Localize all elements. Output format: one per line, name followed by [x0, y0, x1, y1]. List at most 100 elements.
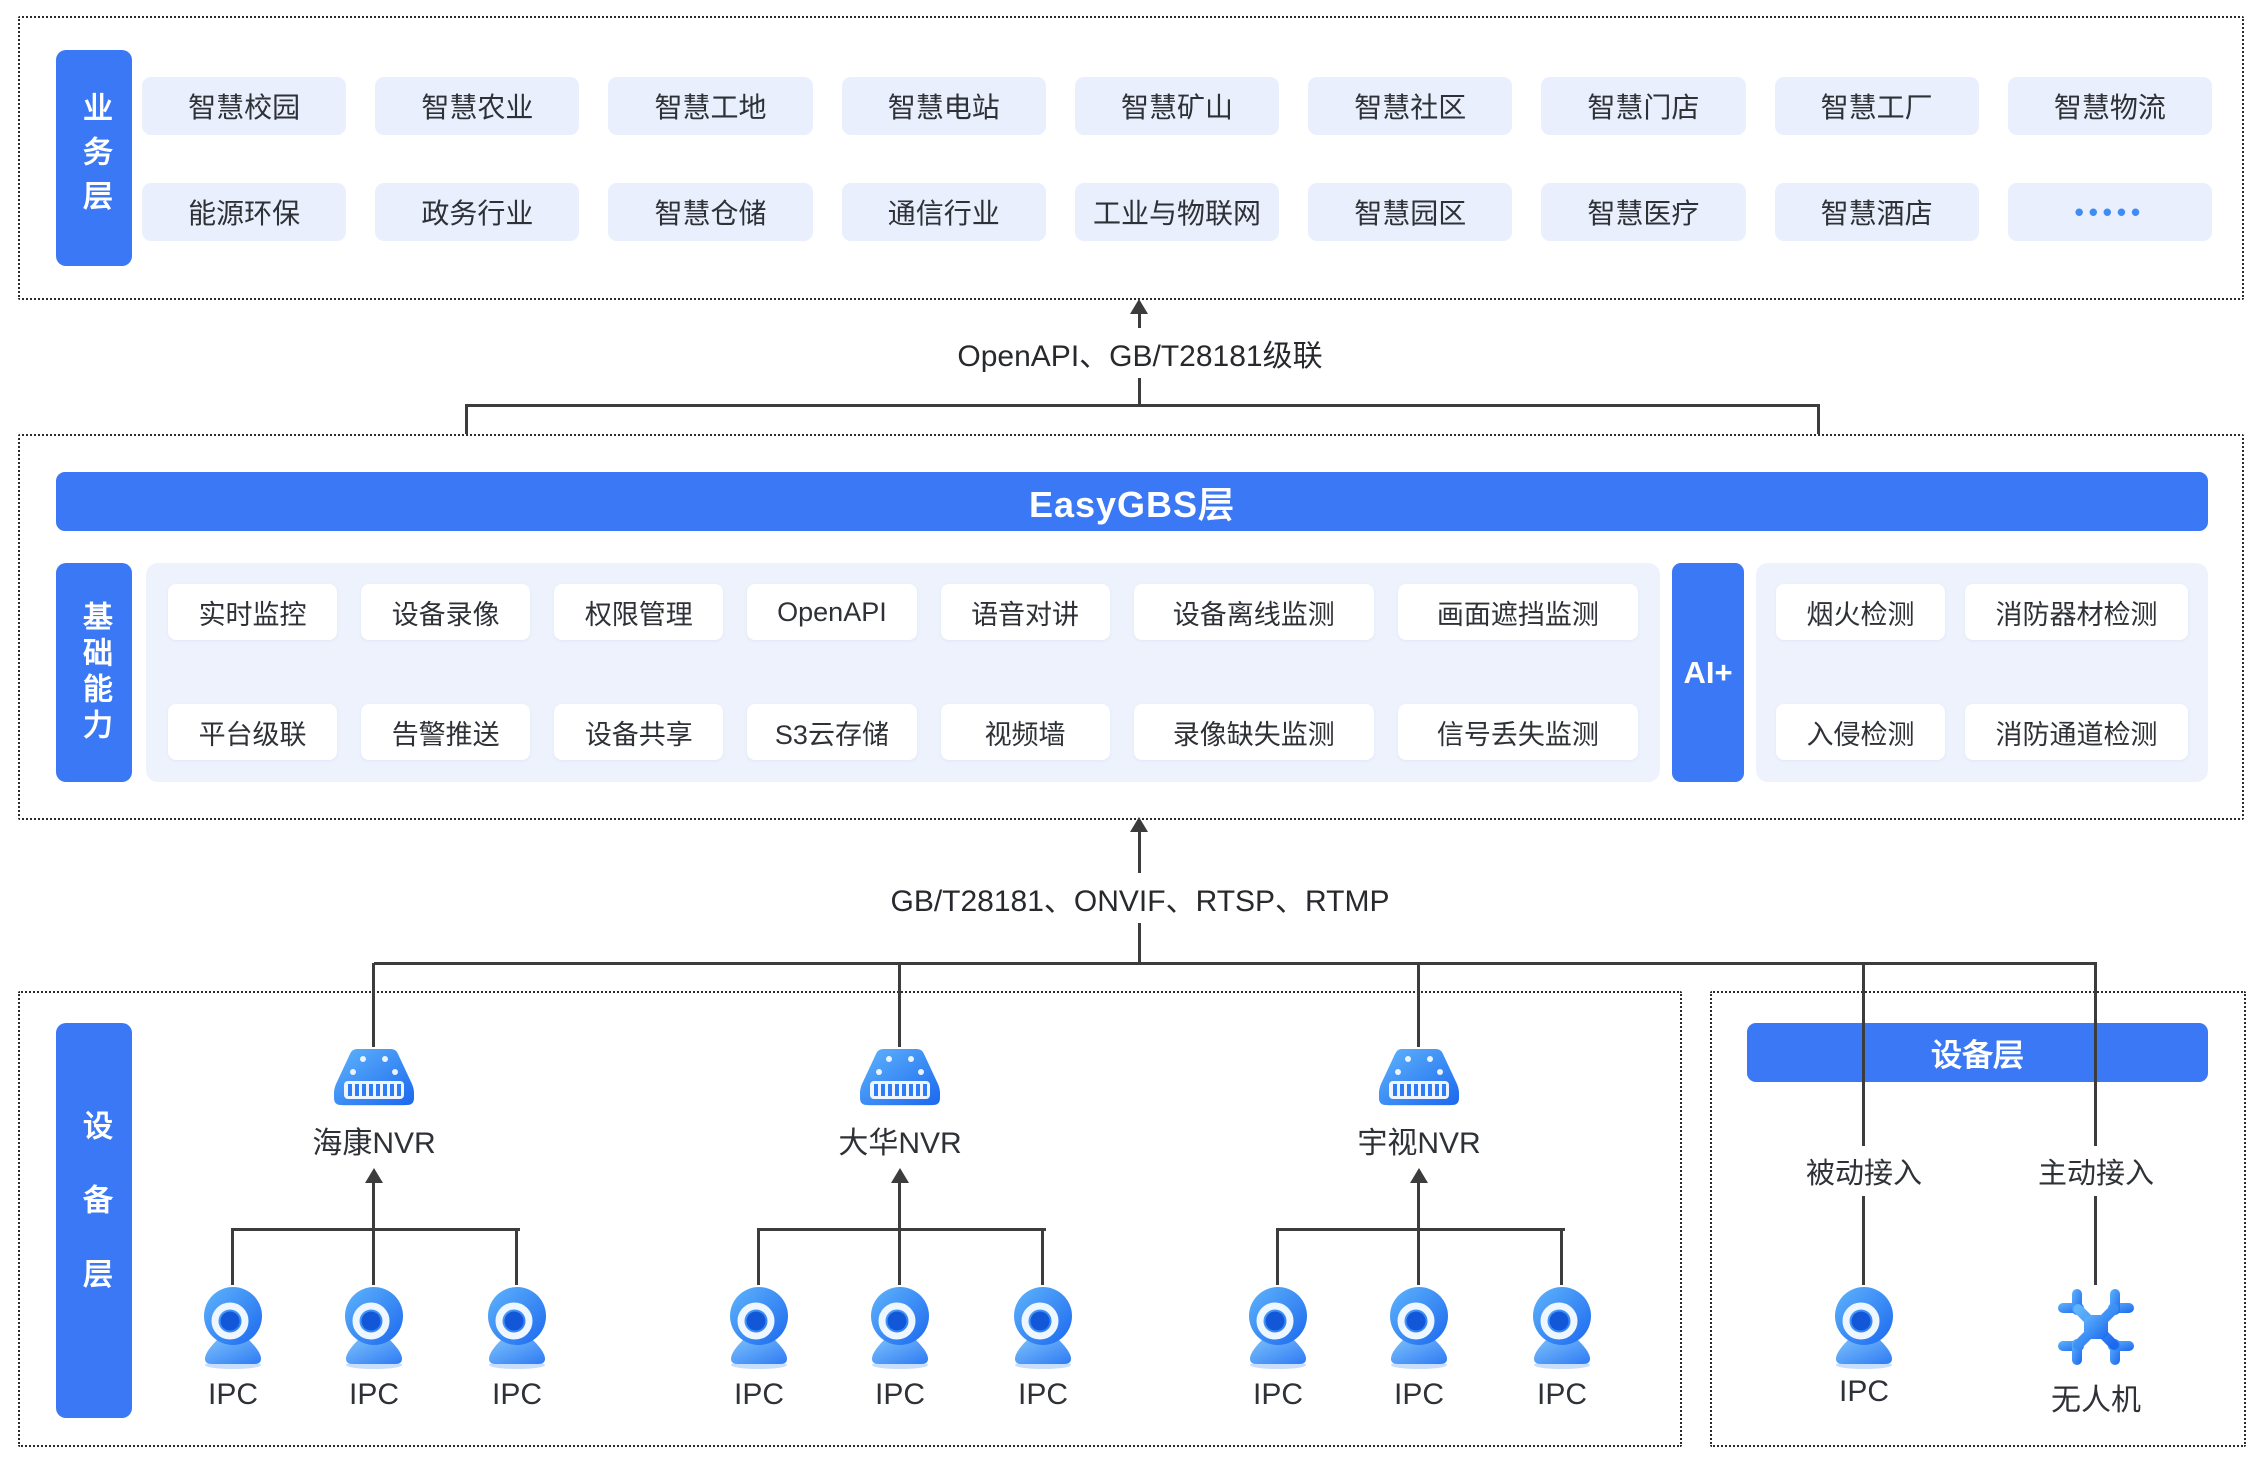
arrow-up-icon: [891, 1168, 909, 1183]
nvr-name: 海康NVR: [312, 1127, 436, 1160]
webcam-icon: [335, 1285, 413, 1369]
ipc-camera-unit: IPC: [1502, 1228, 1622, 1443]
business-layer-section: [18, 16, 2244, 300]
ipc-label: IPC: [348, 1378, 399, 1411]
base-capability-label: 基础能力: [56, 563, 132, 782]
nvr-name: 宇视NVR: [1357, 1127, 1481, 1160]
capability-chip: 实时监控: [168, 584, 338, 640]
drone-icon: [2052, 1283, 2140, 1371]
ai-capability-chip: 烟火检测: [1776, 584, 1945, 640]
business-chip: 智慧矿山: [1074, 77, 1280, 135]
capability-chip: OpenAPI: [747, 584, 917, 640]
connector-line: [1560, 1228, 1563, 1285]
business-chip: 工业与物联网: [1074, 183, 1280, 241]
connector-line: [757, 1228, 760, 1285]
connector-line: [1417, 963, 1420, 1047]
ipc-camera-unit: IPC: [314, 1228, 434, 1443]
ipc-label: IPC: [491, 1378, 542, 1411]
ai-row-1: 烟火检测 消防器材检测: [1776, 584, 2188, 640]
capability-chip: S3云存储: [747, 704, 917, 760]
ipc-camera-unit: IPC: [457, 1228, 577, 1443]
connector-line: [898, 1228, 901, 1285]
connector-line: [465, 404, 1820, 407]
connector-line: [757, 1228, 1046, 1231]
ai-capability-chip: 消防通道检测: [1964, 704, 2188, 760]
connector-line: [1862, 962, 1865, 1150]
nvr-group: 大华NVR IPC IPC IPC: [730, 962, 1070, 1443]
ipc-label: IPC: [733, 1378, 784, 1411]
connector-line: [231, 1228, 234, 1285]
nvr-name: 大华NVR: [838, 1127, 962, 1160]
connector-line: [515, 1228, 518, 1285]
nvr-device-icon: [331, 1046, 417, 1108]
ipc-label: IPC: [1536, 1378, 1587, 1411]
active-access-label: 主动接入: [2006, 1146, 2186, 1196]
device-layer-title-bar: 设备层: [1747, 1023, 2208, 1082]
connector-line: [1041, 1228, 1044, 1285]
ipc-label: IPC: [1393, 1378, 1444, 1411]
arrow-up-icon: [365, 1168, 383, 1183]
connector-line: [372, 963, 375, 1047]
ipc-label: IPC: [874, 1378, 925, 1411]
ipc-label: IPC: [1017, 1378, 1068, 1411]
business-chip: 智慧门店: [1541, 77, 1746, 135]
ipc-label: IPC: [207, 1378, 258, 1411]
connector-line: [1276, 1228, 1279, 1285]
connector-line: [372, 1228, 375, 1285]
business-chip: 智慧医疗: [1541, 183, 1746, 241]
capability-chip: 告警推送: [361, 704, 531, 760]
arrow-up-icon: [1130, 299, 1148, 314]
nvr-device-icon: [1376, 1046, 1462, 1108]
webcam-icon: [1380, 1285, 1458, 1369]
capabilities-panel: 实时监控 设备录像 权限管理 OpenAPI 语音对讲 设备离线监测 画面遮挡监…: [146, 563, 1660, 782]
connector-line: [1862, 1196, 1865, 1285]
business-chip: 智慧校园: [142, 77, 347, 135]
capability-chip: 设备录像: [361, 584, 531, 640]
connector-line: [1417, 1182, 1420, 1228]
capability-chip: 语音对讲: [940, 584, 1110, 640]
webcam-icon: [194, 1285, 272, 1369]
ai-capabilities-panel: 烟火检测 消防器材检测 入侵检测 消防通道检测: [1756, 563, 2208, 782]
connector-line: [1276, 1228, 1565, 1231]
ai-row-2: 入侵检测 消防通道检测: [1776, 704, 2188, 760]
webcam-icon: [1825, 1285, 1903, 1369]
business-row-1: 智慧校园 智慧农业 智慧工地 智慧电站 智慧矿山 智慧社区 智慧门店 智慧工厂 …: [142, 77, 2212, 135]
drone-label: 无人机: [2051, 1384, 2141, 1417]
connector-line: [231, 1228, 520, 1231]
business-chip: 政务行业: [375, 183, 580, 241]
business-chip: 智慧工地: [608, 77, 813, 135]
ipc-camera-unit: IPC: [173, 1228, 293, 1443]
connector-line: [898, 1182, 901, 1228]
capability-chip: 权限管理: [554, 584, 724, 640]
business-row-2: 能源环保 政务行业 智慧仓储 通信行业 工业与物联网 智慧园区 智慧医疗 智慧酒…: [142, 183, 2212, 241]
business-chip: 通信行业: [841, 183, 1046, 241]
business-chip: 智慧电站: [841, 77, 1046, 135]
device-layer-label: 设备层: [56, 1023, 132, 1418]
ai-plus-badge: AI+: [1672, 563, 1744, 782]
device-bus-line: [374, 962, 2097, 965]
capability-chip: 视频墙: [940, 704, 1110, 760]
capability-row-2: 平台级联 告警推送 设备共享 S3云存储 视频墙 录像缺失监测 信号丢失监测: [168, 704, 1638, 760]
nvr-group: 海康NVR IPC IPC IPC: [204, 962, 544, 1443]
arrow-up-icon: [1130, 817, 1148, 832]
capability-chip: 设备共享: [554, 704, 724, 760]
business-chip: 智慧社区: [1308, 77, 1513, 135]
ipc-camera-unit: IPC: [1218, 1228, 1338, 1443]
capability-chip: 录像缺失监测: [1133, 704, 1374, 760]
connector-line: [898, 963, 901, 1047]
capability-chip: 设备离线监测: [1133, 584, 1374, 640]
business-chip: 智慧工厂: [1774, 77, 1979, 135]
business-chip: 智慧物流: [2007, 77, 2212, 135]
bottom-protocol-label: GB/T28181、ONVIF、RTSP、RTMP: [890, 873, 1390, 923]
business-chip: 能源环保: [142, 183, 347, 241]
top-protocol-label: OpenAPI、GB/T28181级联: [920, 328, 1360, 378]
business-chip: •••••: [2007, 183, 2212, 241]
business-chip: 智慧农业: [375, 77, 580, 135]
ai-capability-chip: 入侵检测: [1776, 704, 1945, 760]
ipc-camera-unit: IPC: [1359, 1228, 1479, 1443]
webcam-icon: [1523, 1285, 1601, 1369]
nvr-device-icon: [857, 1046, 943, 1108]
capability-chip: 平台级联: [168, 704, 338, 760]
easygbs-title-bar: EasyGBS层: [56, 472, 2208, 531]
